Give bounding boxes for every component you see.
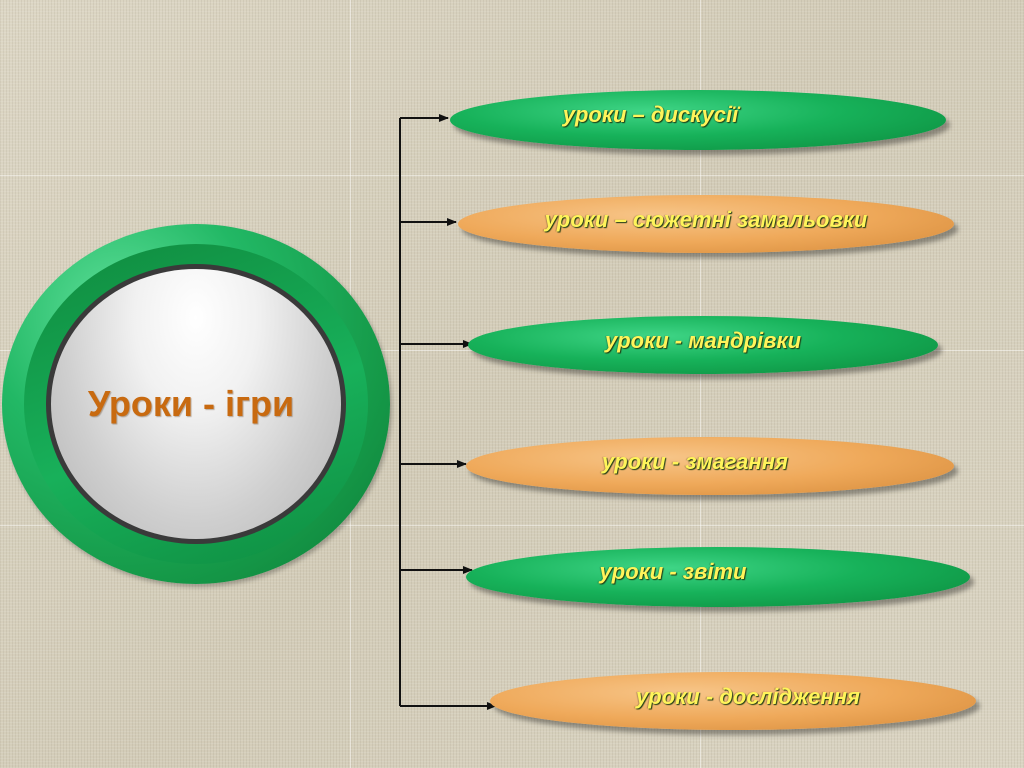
branch-label: уроки - змагання (602, 449, 788, 474)
branch-label: уроки - звіти (599, 559, 747, 584)
branch-label: уроки - дослідження (636, 684, 860, 709)
central-node-border: Уроки - ігри (46, 264, 346, 544)
central-node-face: Уроки - ігри (51, 269, 341, 539)
central-node: Уроки - ігри (2, 224, 390, 584)
central-node-ring: Уроки - ігри (24, 244, 368, 564)
central-node-title: Уроки - ігри (87, 383, 295, 424)
tile-seam (0, 525, 1024, 526)
branch-discussions: уроки – дискусії (450, 90, 946, 150)
branch-label: уроки - мандрівки (604, 328, 802, 353)
branch-competitions: уроки - змагання (466, 437, 954, 495)
branch-research: уроки - дослідження (490, 672, 976, 730)
branch-label: уроки – дискусії (562, 102, 739, 127)
branch-reports: уроки - звіти (466, 547, 970, 607)
tile-seam (700, 0, 701, 768)
branch-journeys: уроки - мандрівки (468, 316, 938, 374)
branch-story-sketches: уроки – сюжетні замальовки (458, 195, 954, 253)
branch-label: уроки – сюжетні замальовки (544, 207, 868, 232)
tile-seam (0, 175, 1024, 176)
